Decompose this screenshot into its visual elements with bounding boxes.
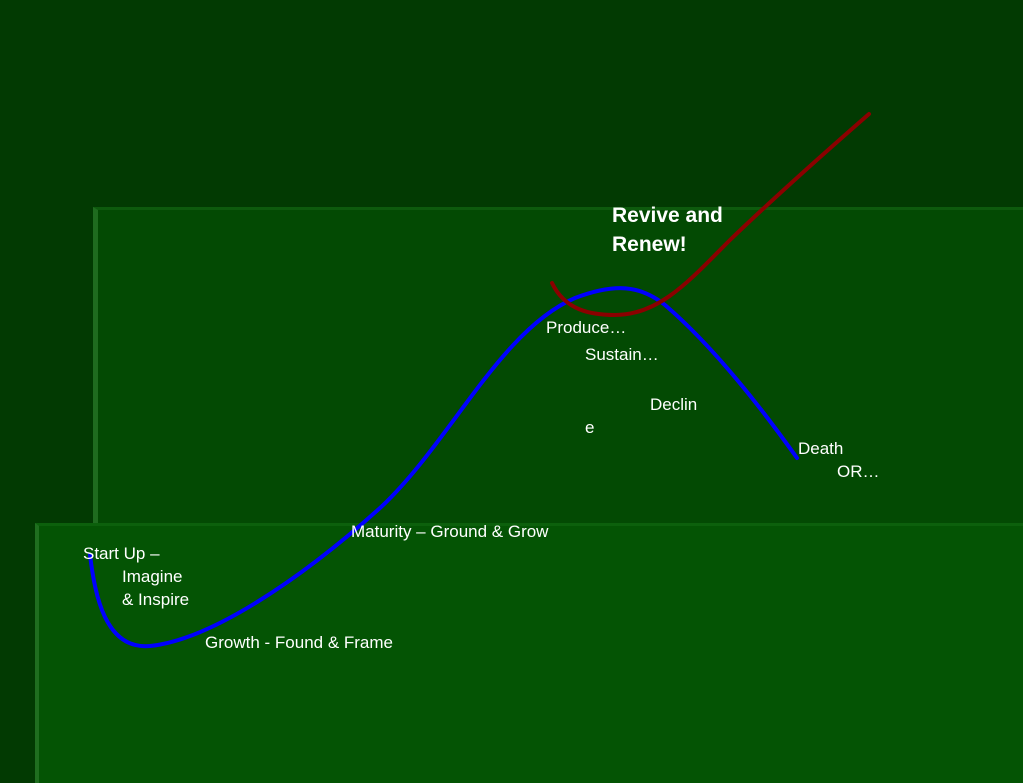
background-panel-lower [35,523,1023,783]
label-produce: Produce… [546,318,627,337]
label-or: OR… [837,462,880,481]
life-cycle-curve [88,286,799,649]
label-growth: Growth - Found & Frame [205,633,394,652]
label-startup-line-2: Imagine [122,567,183,586]
label-decline-line-2: e [585,418,595,437]
label-startup-line-1: Start Up – [83,544,160,563]
label-startup-line-3: & Inspire [122,590,190,609]
label-death: Death [798,439,844,458]
title-line-1: Revive and [612,204,723,227]
label-sustain: Sustain… [585,345,659,364]
revival-curve [550,112,871,318]
title-line-2: Renew! [612,233,687,256]
label-maturity: Maturity – Ground & Grow [351,522,549,541]
label-decline-line-1: Declin [650,395,698,414]
